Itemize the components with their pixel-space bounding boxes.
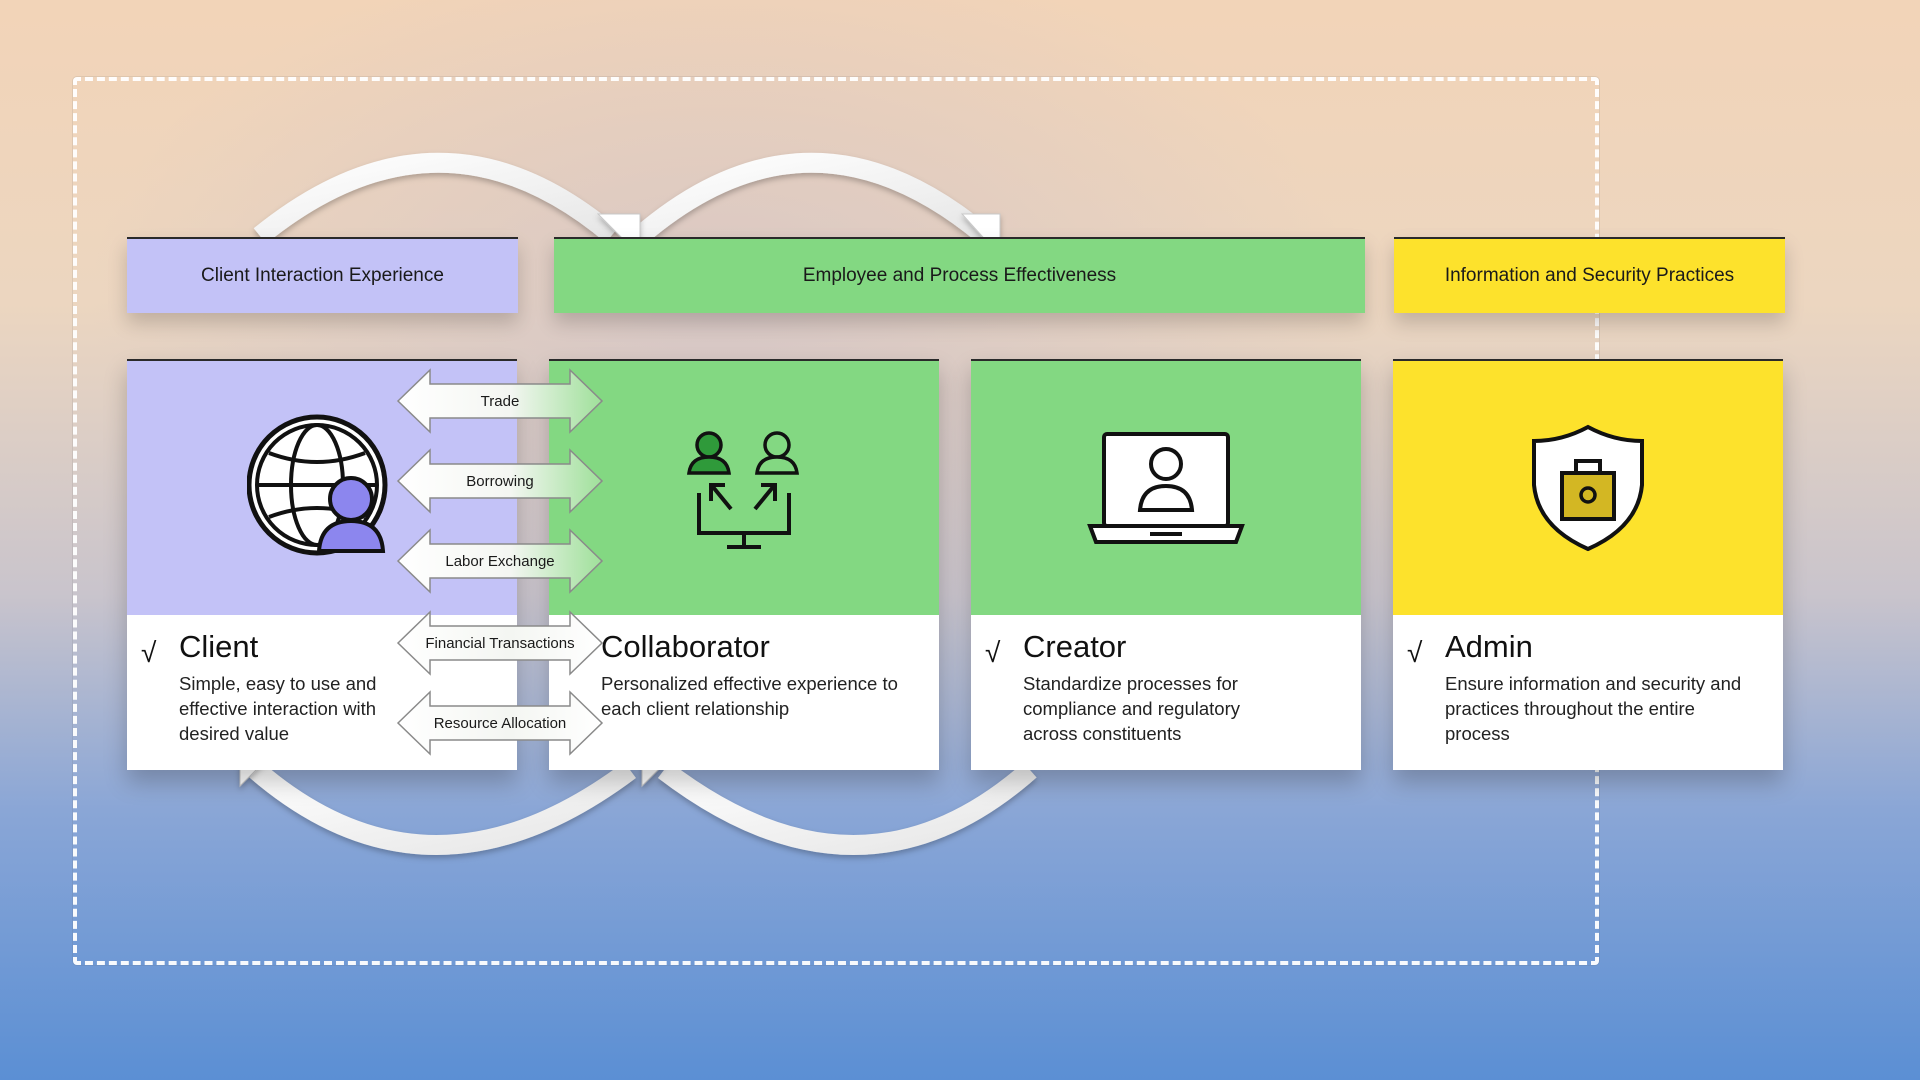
exchange-label: Labor Exchange bbox=[445, 552, 555, 570]
creator-check-icon: √ bbox=[985, 637, 1001, 668]
exchange-arrow: Trade bbox=[396, 368, 604, 434]
card-collaborator-top bbox=[549, 361, 939, 615]
card-client-desc: Simple, easy to use and effective intera… bbox=[179, 673, 377, 744]
double-arrow-icon bbox=[396, 448, 604, 514]
globe-user-icon bbox=[247, 414, 388, 556]
top-arc-left bbox=[253, 152, 619, 244]
double-arrow-icon bbox=[396, 610, 604, 676]
card-collaborator: Collaborator Personalized effective expe… bbox=[549, 359, 939, 770]
header-employee-label: Employee and Process Effectiveness bbox=[802, 265, 1117, 286]
shield-lock-icon bbox=[1532, 424, 1644, 552]
card-client-title: Client bbox=[179, 629, 259, 664]
header-employee-process: Employee and Process Effectiveness bbox=[554, 237, 1365, 313]
team-collaboration-icon bbox=[687, 431, 799, 549]
bottom-arc-right bbox=[657, 762, 1037, 855]
card-admin-desc: Ensure information and security and prac… bbox=[1445, 673, 1742, 744]
exchange-label: Resource Allocation bbox=[433, 714, 567, 732]
laptop-user-icon bbox=[1087, 432, 1245, 544]
double-arrow-icon bbox=[396, 690, 604, 756]
header-information-security: Information and Security Practices bbox=[1394, 237, 1785, 313]
card-collaborator-text: Collaborator Personalized effective expe… bbox=[601, 629, 921, 721]
card-creator: √ Creator Standardize processes for comp… bbox=[971, 359, 1361, 770]
card-collaborator-title: Collaborator bbox=[601, 629, 770, 664]
card-creator-desc: Standardize processes for compliance and… bbox=[1023, 673, 1240, 744]
double-arrow-icon bbox=[396, 528, 604, 594]
card-creator-top bbox=[971, 361, 1361, 615]
exchange-label: Borrowing bbox=[466, 472, 534, 490]
admin-check-icon: √ bbox=[1407, 637, 1423, 668]
exchange-arrow: Labor Exchange bbox=[396, 528, 604, 594]
header-security-label: Information and Security Practices bbox=[1444, 265, 1735, 286]
card-client-text: Client Simple, easy to use and effective… bbox=[179, 629, 439, 746]
exchange-label: Trade bbox=[480, 392, 520, 410]
exchange-arrow: Financial Transactions bbox=[396, 610, 604, 676]
bottom-arc-left bbox=[249, 761, 636, 855]
exchange-label: Financial Transactions bbox=[425, 634, 575, 652]
card-admin-text: Admin Ensure information and security an… bbox=[1445, 629, 1745, 746]
exchange-arrow: Resource Allocation bbox=[396, 690, 604, 756]
exchange-arrow: Borrowing bbox=[396, 448, 604, 514]
top-arc-right bbox=[633, 152, 991, 244]
header-client-interaction: Client Interaction Experience bbox=[127, 237, 518, 313]
card-creator-title: Creator bbox=[1023, 629, 1127, 664]
double-arrow-icon bbox=[396, 368, 604, 434]
header-client-label: Client Interaction Experience bbox=[201, 265, 444, 286]
card-admin-top bbox=[1393, 361, 1783, 615]
card-creator-text: Creator Standardize processes for compli… bbox=[1023, 629, 1283, 746]
card-admin-title: Admin bbox=[1445, 629, 1533, 664]
card-admin: √ Admin Ensure information and security … bbox=[1393, 359, 1783, 770]
card-collaborator-desc: Personalized effective experience to eac… bbox=[601, 673, 898, 719]
client-check-icon: √ bbox=[141, 637, 157, 668]
